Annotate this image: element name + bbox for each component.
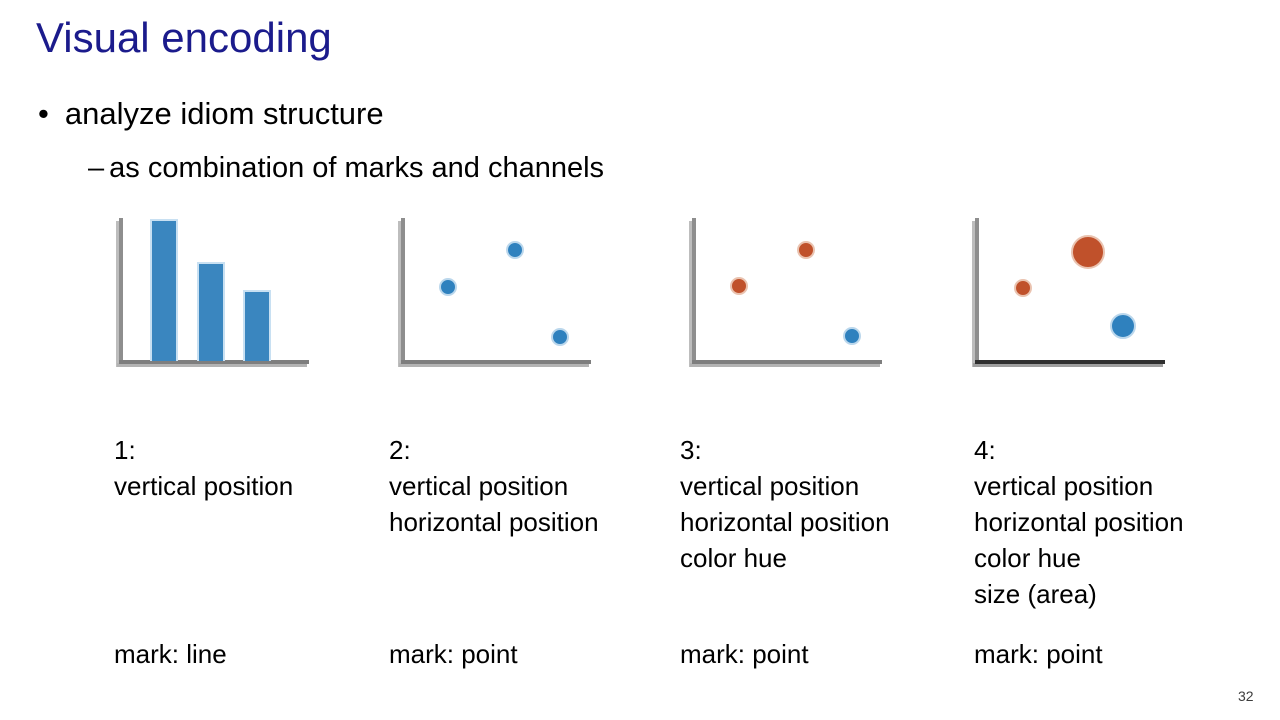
channel-label: vertical position xyxy=(974,471,1154,501)
point-mark-blue xyxy=(1110,313,1136,339)
channel-label: horizontal position xyxy=(974,507,1184,537)
plot-marks xyxy=(975,218,1165,364)
bar-mark xyxy=(197,262,225,361)
column-number: 4: xyxy=(974,435,996,465)
y-axis xyxy=(975,218,979,364)
page-number: 32 xyxy=(1238,688,1254,704)
point-mark-red xyxy=(1071,235,1105,269)
chart-panel-scatter-hue-size xyxy=(975,218,1165,364)
x-axis xyxy=(975,360,1165,364)
y-axis xyxy=(692,218,696,364)
channel-label: color hue xyxy=(974,543,1081,573)
channel-list: vertical position horizontal position colo… xyxy=(680,468,890,576)
bullet-item: • analyze idiom structure xyxy=(38,96,384,132)
column-labels-1: 1: vertical position xyxy=(114,432,293,504)
chart-panel-scatter-hue xyxy=(692,218,882,364)
channel-label: color hue xyxy=(680,543,787,573)
bullet-marker: • xyxy=(38,96,49,131)
point-mark-blue xyxy=(551,328,569,346)
point-mark-red xyxy=(797,241,815,259)
column-labels-4: 4: vertical position horizontal position c… xyxy=(974,432,1184,612)
bar-mark xyxy=(243,290,271,361)
column-labels-2: 2: vertical position horizontal position xyxy=(389,432,599,540)
channel-label: horizontal position xyxy=(680,507,890,537)
plot-marks xyxy=(119,218,309,364)
dash-marker: – xyxy=(88,152,105,184)
column-number: 2: xyxy=(389,435,411,465)
point-mark-blue xyxy=(439,278,457,296)
channel-label: vertical position xyxy=(680,471,860,501)
point-mark-blue xyxy=(506,241,524,259)
y-axis xyxy=(401,218,405,364)
column-number: 3: xyxy=(680,435,702,465)
bullet-text: analyze idiom structure xyxy=(64,96,384,131)
sub-bullet-text: as combination of marks and channels xyxy=(109,152,605,184)
slide-title: Visual encoding xyxy=(36,14,332,61)
channel-label: horizontal position xyxy=(389,507,599,537)
y-axis xyxy=(119,218,123,364)
channel-list: vertical position horizontal position xyxy=(389,468,599,540)
channel-label: vertical position xyxy=(114,471,294,501)
point-mark-red xyxy=(1014,279,1032,297)
mark-label-1: mark: line xyxy=(114,639,227,669)
x-axis xyxy=(692,360,882,364)
channel-list: vertical position horizontal position colo… xyxy=(974,468,1184,612)
x-axis xyxy=(119,360,309,364)
sub-bullet-item: – as combination of marks and channels xyxy=(88,152,604,185)
column-labels-3: 3: vertical position horizontal position c… xyxy=(680,432,890,576)
mark-label-4: mark: point xyxy=(974,639,1103,669)
column-number: 1: xyxy=(114,435,136,465)
mark-label-2: mark: point xyxy=(389,639,518,669)
mark-label-3: mark: point xyxy=(680,639,809,669)
point-mark-blue xyxy=(843,327,861,345)
plot-marks xyxy=(401,218,591,364)
plot-marks xyxy=(692,218,882,364)
x-axis xyxy=(401,360,591,364)
bar-mark xyxy=(150,219,178,361)
channel-label: vertical position xyxy=(389,471,569,501)
channel-label: size (area) xyxy=(974,579,1097,609)
point-mark-red xyxy=(730,277,748,295)
chart-panel-bars xyxy=(119,218,309,364)
chart-panel-scatter xyxy=(401,218,591,364)
channel-list: vertical position xyxy=(114,468,293,504)
